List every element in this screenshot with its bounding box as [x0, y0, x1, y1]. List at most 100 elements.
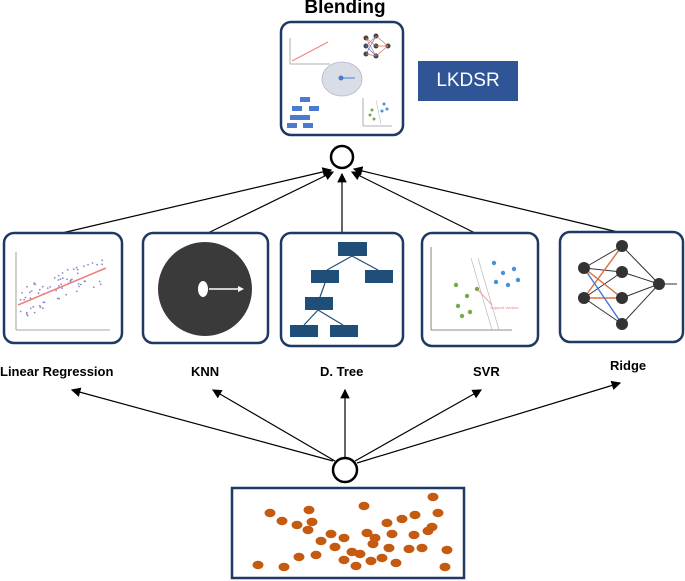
regression-point: [76, 272, 79, 275]
regression-point: [101, 263, 103, 266]
regression-point: [33, 282, 36, 285]
regression-point: [26, 285, 28, 288]
regression-point: [25, 313, 28, 315]
data-point: [278, 562, 290, 572]
data-point: [365, 556, 377, 566]
regression-point: [91, 262, 94, 264]
svr-annotation: Support Vectors: [490, 305, 518, 310]
regression-point: [57, 285, 60, 287]
data-point: [390, 558, 402, 568]
regression-point: [92, 286, 95, 289]
data-point: [386, 529, 398, 539]
training-data-panel: [230, 486, 466, 580]
mini-svr-thumbnail: [362, 98, 392, 127]
regression-point: [30, 290, 33, 292]
decision-tree-panel: [279, 231, 405, 348]
regression-point: [99, 283, 102, 286]
regression-point: [75, 290, 78, 293]
mini-regression-thumbnail: [289, 38, 330, 65]
blending-panel: [279, 20, 405, 137]
regression-point: [79, 283, 82, 286]
regression-point: [19, 310, 22, 313]
model-label-linear-regression: Linear Regression: [0, 364, 114, 379]
data-point: [409, 510, 421, 520]
regression-point: [66, 268, 69, 271]
data-point: [291, 520, 303, 530]
regression-point: [42, 301, 45, 304]
knn-query-point: [198, 281, 208, 297]
mini-tree-thumbnail: [287, 97, 319, 128]
regression-point: [87, 263, 89, 266]
arrow-icon: [70, 387, 334, 462]
data-point: [252, 560, 264, 570]
regression-line: [17, 267, 107, 306]
regression-point: [26, 314, 29, 317]
data-point: [426, 522, 438, 532]
data-point: [381, 518, 393, 528]
data-point: [338, 555, 350, 565]
input-junction-circle-icon: [331, 456, 359, 484]
arrow-icon: [350, 171, 476, 234]
regression-point: [49, 286, 52, 288]
regression-point: [55, 289, 57, 292]
regression-point: [66, 278, 68, 281]
data-point: [338, 533, 350, 543]
data-point: [329, 542, 341, 552]
tree-nodes: [290, 242, 393, 337]
mini-knn-thumbnail: [321, 61, 363, 97]
regression-point: [42, 307, 44, 310]
regression-point: [61, 287, 64, 290]
regression-point: [72, 268, 75, 271]
training-data-points: [252, 492, 453, 572]
data-point: [358, 501, 370, 511]
data-point: [441, 545, 453, 555]
network-nodes: [578, 240, 665, 330]
regression-point: [57, 274, 60, 277]
diagram-title: Blending: [304, 0, 386, 18]
regression-point: [41, 285, 44, 288]
regression-point: [59, 278, 62, 281]
linear-regression-panel: [2, 231, 124, 345]
regression-point: [46, 287, 49, 290]
regression-point: [23, 298, 25, 301]
data-point: [403, 544, 415, 554]
regression-point: [62, 277, 64, 280]
data-point: [383, 543, 395, 553]
regression-points: [19, 259, 104, 317]
data-point: [396, 514, 408, 524]
svr-class-b-points: [491, 260, 521, 288]
regression-point: [32, 305, 35, 308]
data-point: [376, 553, 388, 563]
regression-point: [37, 292, 40, 295]
data-point: [303, 505, 315, 515]
regression-point: [58, 297, 61, 300]
regression-point: [24, 296, 27, 299]
model-to-blend-arrows: [61, 166, 623, 234]
regression-point: [25, 311, 28, 314]
regression-point: [29, 291, 31, 294]
regression-point: [29, 307, 32, 310]
arrow-icon: [61, 167, 333, 234]
regression-point: [33, 311, 36, 314]
arrow-icon: [211, 389, 336, 462]
model-label-decision-tree: D. Tree: [320, 364, 364, 379]
data-point: [315, 536, 327, 546]
data-point: [427, 492, 439, 502]
regression-point: [57, 279, 60, 281]
data-point: [439, 562, 451, 572]
regression-point: [38, 304, 41, 307]
data-point: [354, 549, 366, 559]
regression-point: [98, 280, 101, 283]
regression-point: [101, 259, 104, 262]
data-point: [325, 529, 337, 539]
mini-network-thumbnail: [363, 33, 391, 59]
data-point: [416, 543, 428, 553]
regression-point: [65, 293, 68, 296]
ridge-panel: [558, 230, 685, 344]
data-point: [276, 516, 288, 526]
model-label-ridge: Ridge: [610, 358, 647, 373]
data-point: [367, 539, 379, 549]
data-point: [408, 530, 420, 540]
regression-point: [19, 298, 22, 301]
